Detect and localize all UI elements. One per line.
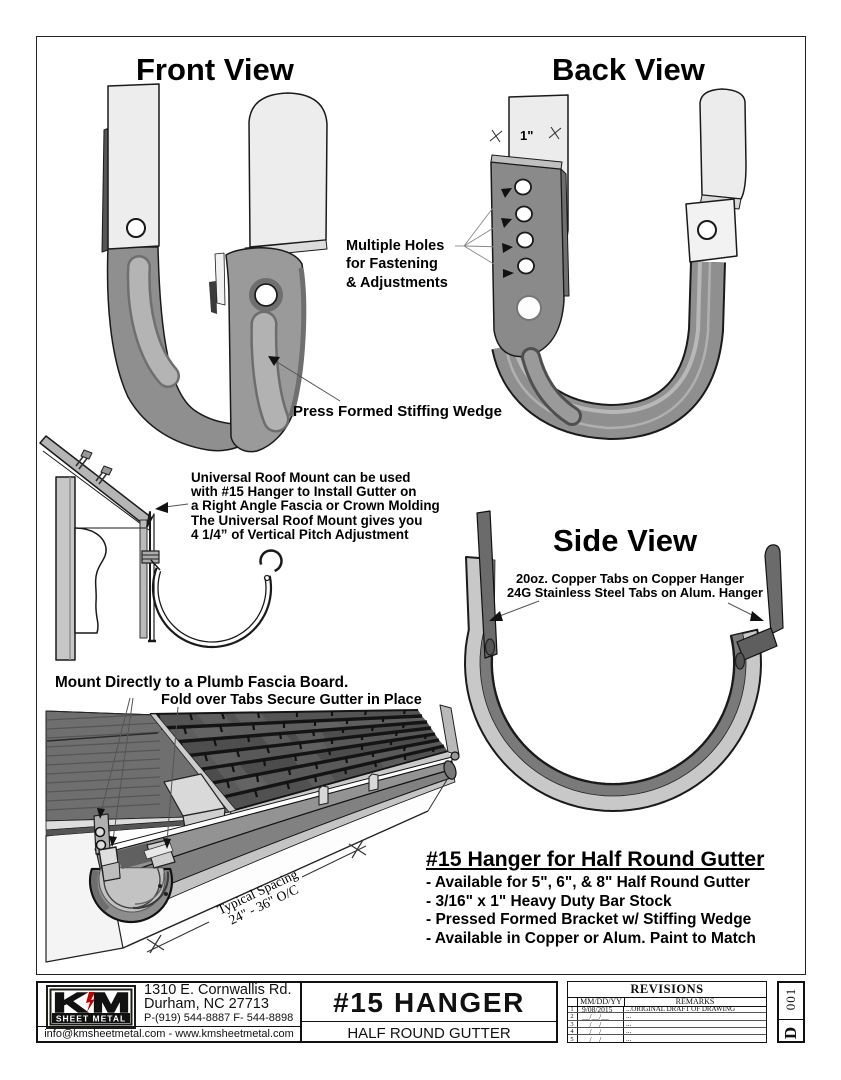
svg-text:SHEET METAL: SHEET METAL bbox=[56, 1014, 126, 1024]
